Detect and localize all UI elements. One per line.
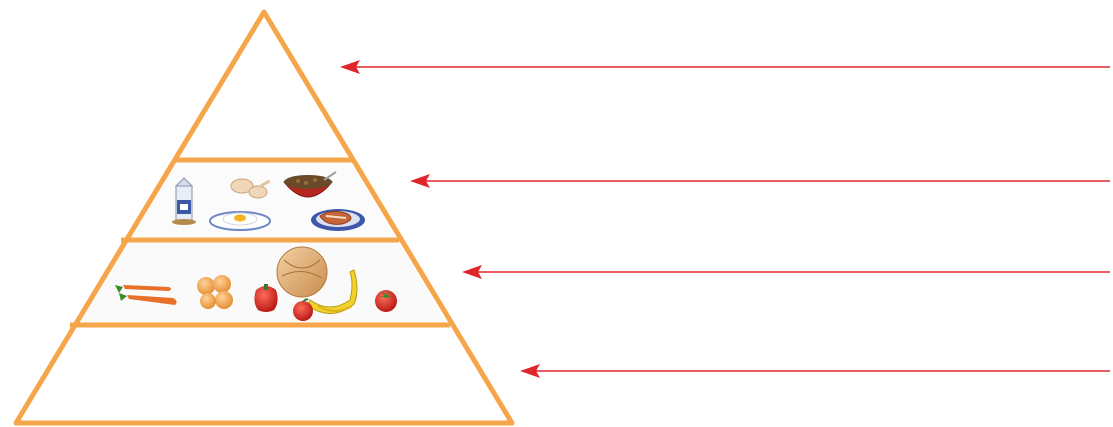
arrow-tier-1 — [340, 60, 1110, 74]
melon-icon — [277, 247, 327, 297]
fried-egg-icon — [210, 212, 270, 230]
tier-3-background — [72, 240, 448, 325]
tomato-icon — [375, 290, 397, 312]
arrow-tier-4 — [520, 364, 1110, 378]
arrow-tier-3 — [462, 265, 1110, 279]
steak-plate-icon — [311, 209, 365, 231]
arrow-tier-2 — [410, 174, 1110, 188]
